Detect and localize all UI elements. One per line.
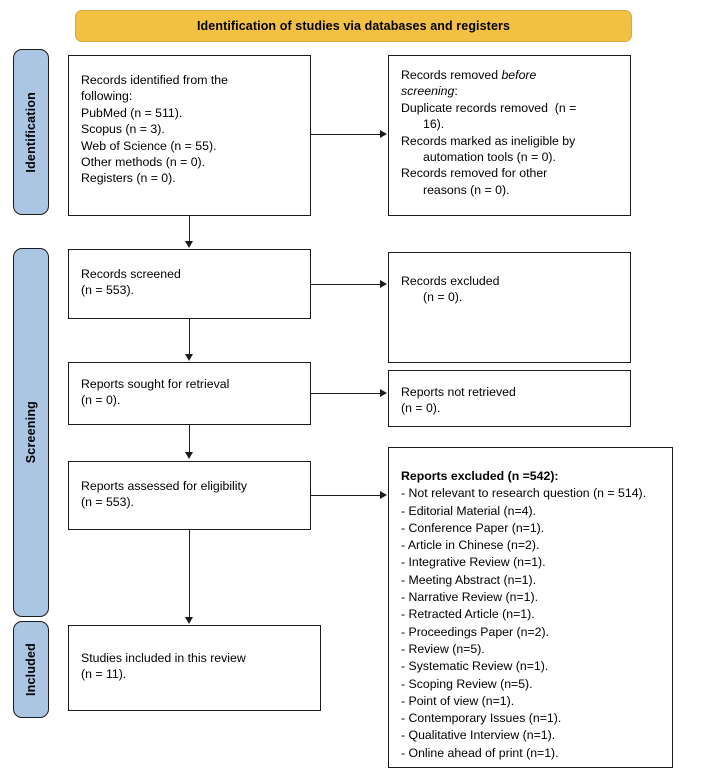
reports-sought-line-1: Reports sought for retrieval — [81, 377, 230, 391]
records-identified-line-1: Records identified from the — [81, 73, 228, 87]
reports-excluded-item: - Conference Paper (n=1). — [401, 520, 545, 535]
records-screened-line-1: Records screened — [81, 267, 181, 281]
arrowhead-sought-to-assessed — [184, 452, 193, 459]
stage-label-screening: Screening — [13, 248, 49, 617]
records-identified-line-2: following: — [81, 89, 133, 104]
reports-excluded-item: - Article in Chinese (n=2). — [401, 538, 540, 553]
diagram-title: Identification of studies via databases … — [196, 19, 511, 33]
arrowhead-assessed-to-reports-excluded — [380, 491, 387, 500]
records-removed-line-3: Duplicate records removed (n = — [401, 100, 577, 115]
stage-label-identification: Identification — [13, 49, 49, 215]
records-identified-line-5: Web of Science (n = 55). — [81, 138, 217, 153]
stage-label-identification-text: Identification — [24, 91, 38, 173]
connector-sought-to-not-retrieved — [311, 393, 381, 395]
reports-excluded-item: - Integrative Review (n=1). — [401, 555, 546, 570]
reports-excluded-item: - Not relevant to research question (n =… — [401, 486, 647, 501]
records-removed-line-7: Records removed for other — [401, 166, 548, 181]
reports-not-retrieved-line-2: (n = 0). — [401, 401, 441, 416]
records-identified-line-3: PubMed (n = 511). — [81, 105, 183, 120]
box-records-removed-before-screening: Records removed before screening: Duplic… — [388, 55, 631, 216]
reports-excluded-item: - Editorial Material (n=4). — [401, 503, 536, 518]
arrowhead-screened-to-excluded — [380, 280, 387, 289]
reports-excluded-item: - Proceedings Paper (n=2). — [401, 624, 549, 639]
connector-identified-to-removed — [311, 134, 381, 136]
records-removed-line-2-italic: screening — [401, 84, 455, 99]
connector-assessed-to-included — [189, 530, 191, 618]
records-screened-line-2: (n = 553). — [81, 283, 134, 298]
connector-identified-to-screened — [189, 216, 191, 242]
arrowhead-sought-to-not-retrieved — [380, 389, 387, 398]
records-identified-line-7: Registers (n = 0). — [81, 171, 176, 186]
reports-sought-line-2: (n = 0). — [81, 393, 121, 408]
records-identified-line-6: Other methods (n = 0). — [81, 155, 206, 170]
reports-excluded-item: - Qualitative Interview (n=1). — [401, 728, 556, 743]
connector-screened-to-excluded — [311, 284, 381, 286]
records-removed-line-1-italic: before — [501, 68, 537, 82]
records-removed-line-8: reasons (n = 0). — [423, 182, 510, 197]
diagram-title-banner: Identification of studies via databases … — [75, 10, 632, 42]
records-removed-line-2-plain: : — [454, 84, 458, 99]
reports-excluded-item: - Retracted Article (n=1). — [401, 607, 535, 622]
studies-included-line-2: (n = 11). — [81, 667, 127, 682]
box-reports-excluded: Reports excluded (n =542): - Not relevan… — [388, 447, 673, 768]
records-removed-line-5: Records marked as ineligible by — [401, 133, 576, 148]
records-excluded-line-1: Records excluded — [401, 274, 500, 288]
box-reports-assessed-for-eligibility: Reports assessed for eligibility (n = 55… — [68, 461, 311, 530]
connector-assessed-to-reports-excluded — [311, 495, 381, 497]
reports-excluded-item: - Review (n=5). — [401, 641, 485, 656]
studies-included-line-1: Studies included in this review — [81, 651, 246, 665]
reports-excluded-heading: Reports excluded (n =542): — [401, 469, 559, 483]
box-records-screened: Records screened (n = 553). — [68, 249, 311, 319]
connector-sought-to-assessed — [189, 425, 191, 453]
stage-label-included-text: Included — [24, 643, 38, 696]
records-excluded-line-2: (n = 0). — [423, 290, 463, 305]
stage-label-included: Included — [13, 621, 49, 718]
records-removed-line-2: screening: — [401, 83, 620, 99]
arrowhead-identified-to-removed — [380, 130, 387, 139]
connector-screened-to-sought — [189, 319, 191, 355]
reports-not-retrieved-line-1: Reports not retrieved — [401, 385, 516, 399]
records-removed-line-1-plain: Records removed — [401, 68, 502, 82]
arrowhead-screened-to-sought — [184, 354, 193, 361]
records-removed-line-6: automation tools (n = 0). — [423, 150, 556, 165]
records-removed-line-1: Records removed before — [401, 67, 620, 83]
reports-excluded-item: - Meeting Abstract (n=1). — [401, 572, 536, 587]
reports-excluded-item: - Online ahead of print (n=1). — [401, 745, 559, 760]
arrowhead-assessed-to-included — [184, 617, 193, 624]
box-studies-included: Studies included in this review (n = 11)… — [68, 625, 321, 711]
box-reports-sought-for-retrieval: Reports sought for retrieval (n = 0). — [68, 362, 311, 425]
box-records-excluded: Records excluded (n = 0). — [388, 252, 631, 363]
arrowhead-identified-to-screened — [184, 241, 193, 248]
reports-excluded-item: - Contemporary Issues (n=1). — [401, 711, 562, 726]
reports-excluded-item: - Systematic Review (n=1). — [401, 659, 549, 674]
reports-excluded-item: - Scoping Review (n=5). — [401, 676, 533, 691]
box-reports-not-retrieved: Reports not retrieved (n = 0). — [388, 370, 631, 427]
reports-assessed-line-2: (n = 553). — [81, 495, 134, 510]
records-removed-line-4: 16). — [423, 117, 445, 132]
reports-excluded-item: - Point of view (n=1). — [401, 693, 515, 708]
reports-excluded-item: - Narrative Review (n=1). — [401, 590, 539, 605]
records-identified-line-4: Scopus (n = 3). — [81, 122, 165, 137]
box-records-identified: Records identified from the following: P… — [68, 55, 311, 216]
reports-assessed-line-1: Reports assessed for eligibility — [81, 479, 248, 493]
stage-label-screening-text: Screening — [24, 401, 38, 464]
